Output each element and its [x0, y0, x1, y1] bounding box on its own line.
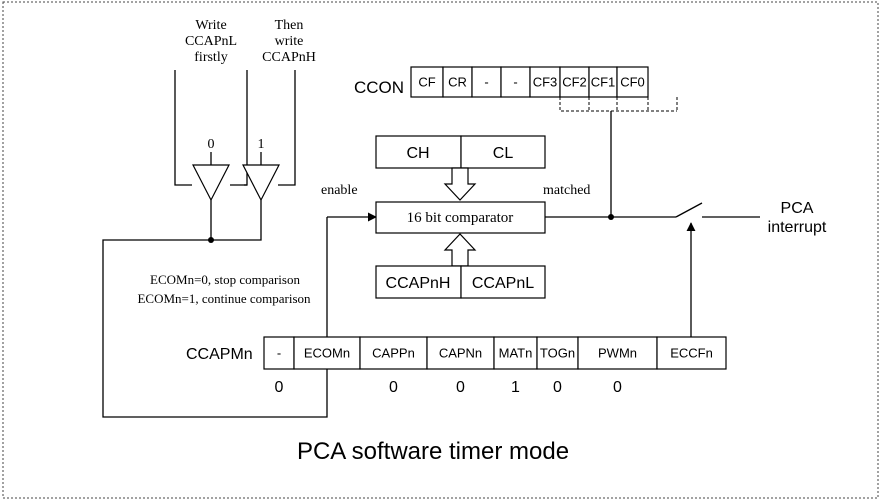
ccon-bit-label: CF3 [533, 75, 558, 90]
comparator-box [375, 201, 546, 234]
comparator-label: 16 bit comparator [407, 210, 514, 226]
ccon-bit-label: CF [418, 75, 435, 90]
ccon-register: CF CR - - CF3 CF2 CF1 CF0 [410, 66, 649, 98]
bit1-label: 1 [258, 137, 265, 152]
ccapm-bit-label: CAPNn [439, 346, 482, 361]
ccon-bit-label: CF1 [591, 75, 616, 90]
ccon-cell [559, 66, 590, 98]
up-hollow-arrow-icon [443, 233, 477, 267]
svg-text:firstly: firstly [194, 50, 227, 65]
ccon-bit-label: CF2 [562, 75, 587, 90]
enable-label: enable [321, 183, 358, 198]
ccapm-cell [656, 336, 727, 370]
ccapm-bit-value: 1 [511, 379, 520, 396]
ccon-cell [471, 66, 502, 98]
ccapm-bit-value: 0 [389, 379, 398, 396]
ccapm-bit-label: PWMn [598, 346, 637, 361]
ccon-cell [529, 66, 561, 98]
pca-interrupt-label-line1: PCA [781, 200, 814, 217]
write-high-label: Then write CCAPnH [262, 18, 316, 65]
ch-label: CH [406, 145, 429, 162]
write-high-wire-right [278, 70, 296, 186]
ccapm-cell [293, 336, 361, 370]
ecom-note-line1: ECOMn=0, stop comparison [150, 272, 300, 287]
ccapm-bit-label: ECOMn [304, 346, 350, 361]
down-hollow-arrow-icon [443, 167, 477, 201]
ccapm-bit-value: 0 [456, 379, 465, 396]
ccapm-bit-label: TOGn [540, 346, 575, 361]
write-low-label: Write CCAPnL firstly [185, 18, 237, 65]
svg-text:Then: Then [275, 18, 304, 33]
ccapnh-label: CCAPnH [386, 275, 451, 292]
bit0-label: 0 [208, 137, 215, 152]
ccapm-bit-label: CAPPn [372, 346, 415, 361]
svg-text:CCAPnL: CCAPnL [185, 34, 237, 49]
svg-text:write: write [275, 34, 304, 49]
ccon-bit-label: CR [448, 75, 467, 90]
buffer-high-icon [242, 164, 280, 202]
ccapm-bit-label: ECCFn [670, 346, 713, 361]
matched-junction-dot [608, 214, 614, 220]
cf-or-dash [559, 97, 677, 112]
ccapm-register: - 0 ECOMn CAPPn 0 CAPNn 0 MATn 1 TOGn 0 PWMn 0 ECCFn [263, 336, 727, 396]
ccapnl-label: CCAPnL [472, 275, 534, 292]
interrupt-switch-icon [675, 202, 703, 218]
ccon-bit-label: - [484, 75, 488, 90]
ecom-note-line2: ECOMn=1, continue comparison [137, 291, 311, 306]
enable-loop-wire [102, 217, 328, 418]
ccon-bit-label: - [513, 75, 517, 90]
ccapm-cell [493, 336, 538, 370]
ccon-name: CCON [354, 78, 404, 97]
svg-text:Write: Write [195, 18, 226, 33]
buffer-high-out [211, 200, 262, 241]
ccapm-cell [426, 336, 495, 370]
ccon-cell [410, 66, 444, 98]
ccapm-cell [263, 336, 295, 370]
ccapm-bit-label: - [277, 346, 281, 361]
ccon-cell [588, 66, 618, 98]
ccon-bit-label: CF0 [620, 75, 645, 90]
cl-label: CL [493, 145, 514, 162]
ccapm-cell [577, 336, 658, 370]
matched-label: matched [543, 183, 590, 198]
ccapnl-box [460, 265, 546, 299]
ccapm-bit-value: 0 [553, 379, 562, 396]
ccapm-bit-value: 0 [275, 379, 284, 396]
ccapm-bit-value: 0 [613, 379, 622, 396]
ch-box [375, 135, 462, 169]
ccon-cell [500, 66, 531, 98]
write-low-wire-left [174, 70, 192, 186]
ccapm-bit-label: MATn [499, 346, 533, 361]
ccon-cell [616, 66, 649, 98]
diagram-caption: PCA software timer mode [297, 438, 569, 465]
svg-text:CCAPnH: CCAPnH [262, 50, 316, 65]
ccapm-cell [359, 336, 428, 370]
pca-interrupt-label-line2: interrupt [768, 219, 827, 236]
ccapm-name: CCAPMn [186, 346, 253, 363]
buffer-low-icon [192, 164, 230, 202]
cl-box [460, 135, 546, 169]
